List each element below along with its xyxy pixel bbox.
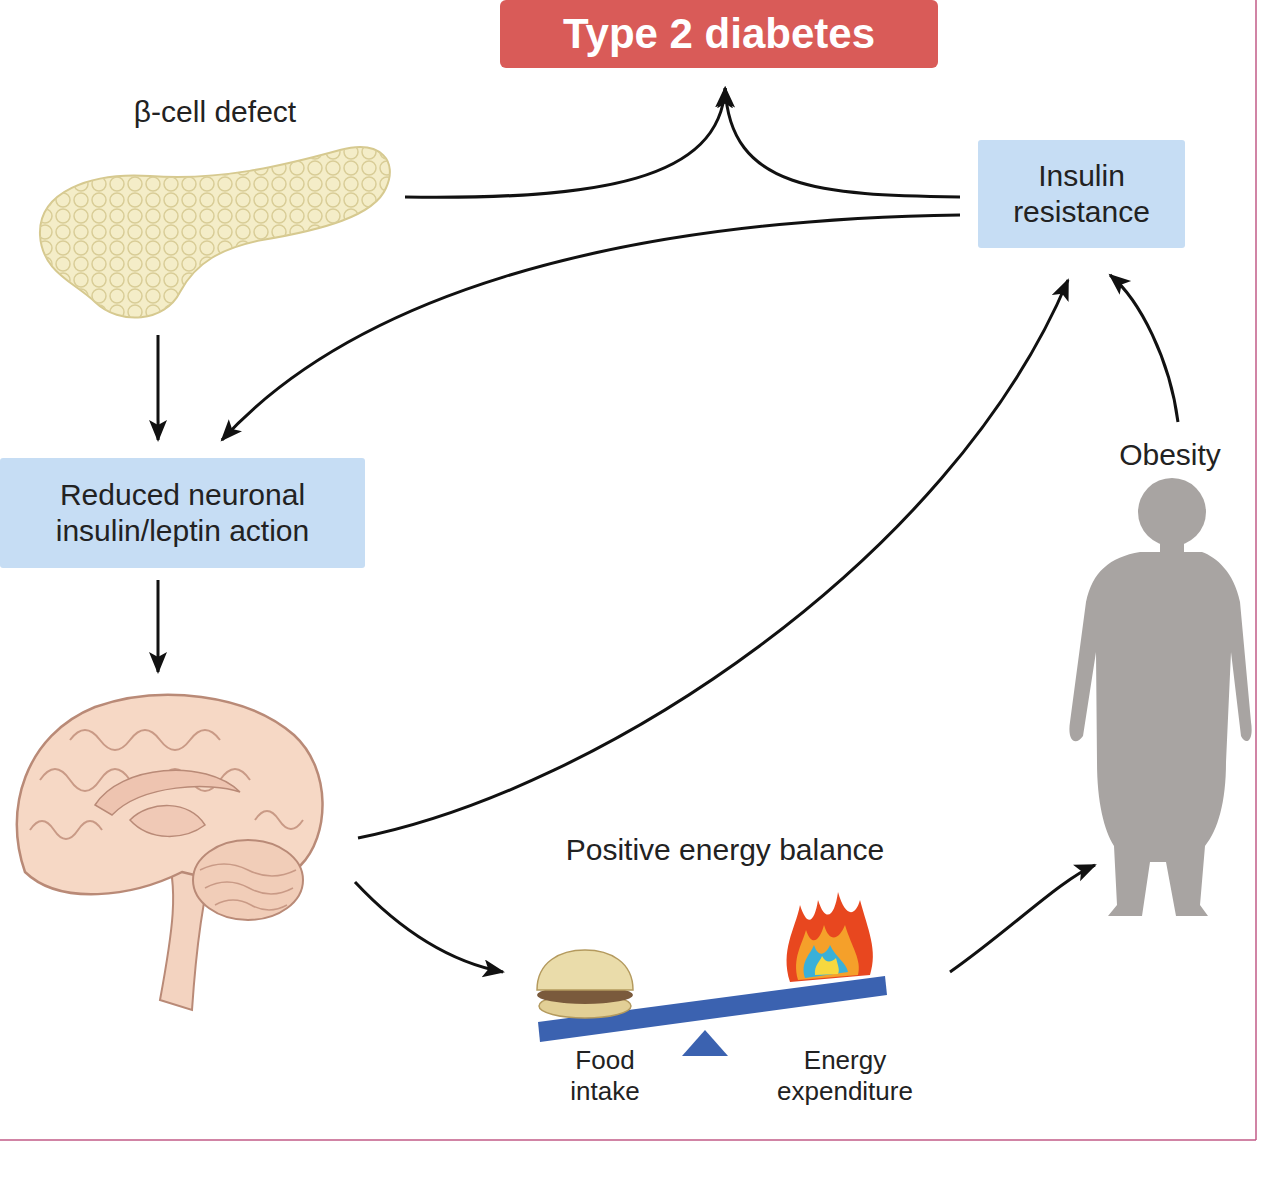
cerebellum bbox=[193, 840, 303, 920]
gyrus-line bbox=[255, 811, 303, 829]
flow-arrow bbox=[405, 88, 725, 197]
flow-arrow bbox=[1110, 275, 1178, 422]
gyrus-line bbox=[30, 821, 102, 839]
flame bbox=[815, 956, 839, 975]
body bbox=[1069, 552, 1251, 916]
gyrus-line bbox=[70, 730, 220, 750]
node-label: Reduced neuronal insulin/leptin action bbox=[0, 477, 365, 549]
obesity-node: Obesity bbox=[1075, 430, 1265, 920]
node-label: Insulin resistance bbox=[978, 158, 1185, 230]
flow-arrow bbox=[358, 280, 1068, 838]
cerebellum-folds bbox=[200, 864, 296, 910]
node-label: β-cell defect bbox=[30, 94, 400, 130]
frame-line bbox=[1255, 0, 1257, 1140]
pancreas-body bbox=[40, 147, 390, 317]
flow-arrow bbox=[222, 215, 960, 440]
food-bun bbox=[537, 950, 633, 990]
pancreas-illustration bbox=[40, 147, 390, 317]
flow-arrow bbox=[355, 882, 503, 972]
energy-balance-scale bbox=[537, 892, 887, 1056]
seesaw-fulcrum bbox=[682, 1030, 728, 1056]
node-label: Obesity bbox=[1075, 437, 1265, 473]
obesity-silhouette bbox=[1069, 478, 1251, 916]
flow-arrow bbox=[725, 88, 960, 197]
flow-arrow bbox=[157, 335, 160, 440]
process-box: Reduced neuronal insulin/leptin action bbox=[0, 458, 365, 568]
head bbox=[1138, 478, 1206, 546]
flame bbox=[787, 892, 873, 982]
node-label: Positive energy balance bbox=[530, 832, 920, 868]
scale-label: Energy expenditure bbox=[760, 1045, 930, 1107]
pancreas-texture bbox=[40, 147, 390, 317]
flow-arrow bbox=[950, 865, 1095, 972]
energy-balance-node: Positive energy balanceFood intakeEnergy… bbox=[530, 825, 920, 1115]
node-label: Type 2 diabetes bbox=[563, 10, 875, 58]
flow-arrow bbox=[157, 580, 160, 672]
flame bbox=[796, 925, 859, 980]
thalamus bbox=[130, 806, 205, 837]
scale-label: Food intake bbox=[555, 1045, 655, 1107]
brain-illustration bbox=[17, 695, 323, 1010]
pancreas-node: β-cell defect bbox=[30, 90, 400, 330]
frame-line bbox=[0, 1139, 1256, 1141]
process-box: Insulin resistance bbox=[978, 140, 1185, 248]
flame bbox=[804, 945, 848, 978]
outcome-box: Type 2 diabetes bbox=[500, 0, 938, 68]
